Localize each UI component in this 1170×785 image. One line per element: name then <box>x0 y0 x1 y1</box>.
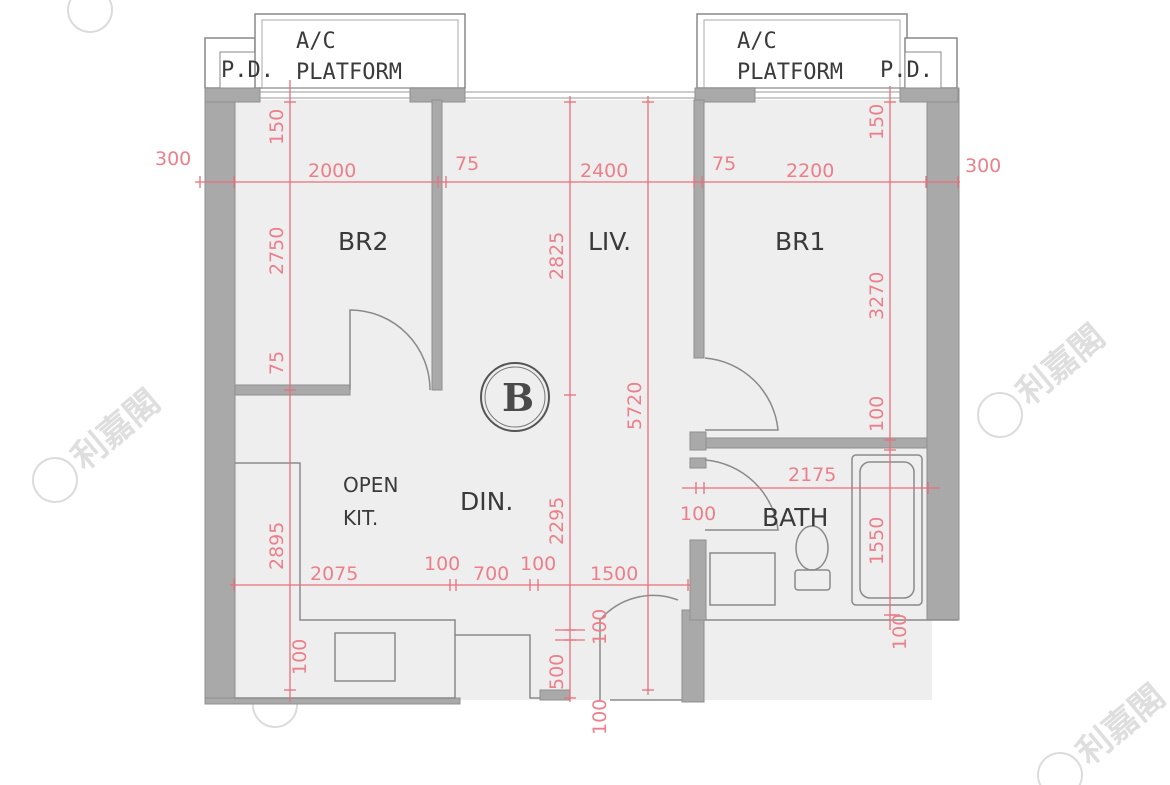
dim-label: 3270 <box>866 272 888 320</box>
room-labels: BR2 LIV. BR1 OPEN KIT. DIN. BATH <box>338 227 828 532</box>
ac-platform-right: A/C PLATFORM P.D. <box>696 13 958 89</box>
dim-label: 100 <box>889 614 911 650</box>
platform-label: A/C <box>296 29 336 54</box>
dim-label: 500 <box>546 654 568 690</box>
dim-label: 150 <box>866 104 888 140</box>
watermark-logo: 利嘉閣 <box>32 382 168 503</box>
dim-label: 2200 <box>786 160 834 182</box>
svg-text:利嘉閣: 利嘉閣 <box>1009 317 1113 413</box>
unit-badge-letter: B <box>502 375 534 420</box>
doors <box>349 309 779 700</box>
dim-label: 100 <box>289 639 311 675</box>
dim-label: 100 <box>680 503 716 525</box>
dim-label: 2400 <box>580 160 628 182</box>
dimension-labels: 300 300 2000 75 2400 75 2200 150 150 275… <box>155 104 1001 735</box>
room-label-kit: KIT. <box>343 506 378 530</box>
watermark-logo: 利嘉閣 <box>977 317 1113 438</box>
room-label-br1: BR1 <box>775 227 825 256</box>
floor-area <box>232 100 932 700</box>
dim-label: 75 <box>266 351 288 375</box>
dim-label: 2175 <box>788 464 836 486</box>
watermark-logo: 利嘉閣 <box>67 0 203 33</box>
kitchen-counter <box>235 462 456 682</box>
dim-label: 2895 <box>266 522 288 570</box>
svg-text:利嘉閣: 利嘉閣 <box>99 0 203 8</box>
dim-label: 2825 <box>546 232 568 280</box>
dim-label: 1550 <box>866 517 888 565</box>
dim-label: 2000 <box>308 160 356 182</box>
room-label-liv: LIV. <box>588 227 631 256</box>
room-label-open: OPEN <box>343 473 398 497</box>
dim-label: 5720 <box>624 382 646 430</box>
dim-label: 300 <box>155 148 191 170</box>
dim-label: 2750 <box>266 227 288 275</box>
platform-label: PLATFORM <box>737 60 843 85</box>
dim-label: 75 <box>455 153 479 175</box>
unit-badge: B <box>480 362 550 432</box>
dim-label: 2295 <box>546 497 568 545</box>
watermark-logo: 利嘉閣 <box>1037 677 1170 785</box>
exterior-walls <box>204 87 960 705</box>
dim-label: 100 <box>520 553 556 575</box>
dim-label: 700 <box>473 563 509 585</box>
svg-text:利嘉閣: 利嘉閣 <box>64 382 168 478</box>
pd-label: P.D. <box>221 58 274 83</box>
dim-label: 300 <box>965 155 1001 177</box>
dim-label: 75 <box>712 153 736 175</box>
svg-text:利嘉閣: 利嘉閣 <box>1069 677 1170 773</box>
room-label-bath: BATH <box>762 503 828 532</box>
dim-label: 1500 <box>590 563 638 585</box>
dim-label: 100 <box>866 396 888 432</box>
platform-label: PLATFORM <box>296 60 402 85</box>
ac-platform-left: A/C PLATFORM P.D. <box>204 13 466 89</box>
platform-label: A/C <box>737 29 777 54</box>
dim-label: 100 <box>589 699 611 735</box>
room-label-br2: BR2 <box>338 227 388 256</box>
dim-label: 100 <box>424 553 460 575</box>
dim-label: 2075 <box>310 563 358 585</box>
pd-label: P.D. <box>880 58 933 83</box>
dimension-lines <box>195 80 960 702</box>
room-label-din: DIN. <box>460 487 513 516</box>
bath-fixtures <box>709 454 923 606</box>
dim-label: 100 <box>589 609 611 645</box>
dim-label: 150 <box>266 109 288 145</box>
